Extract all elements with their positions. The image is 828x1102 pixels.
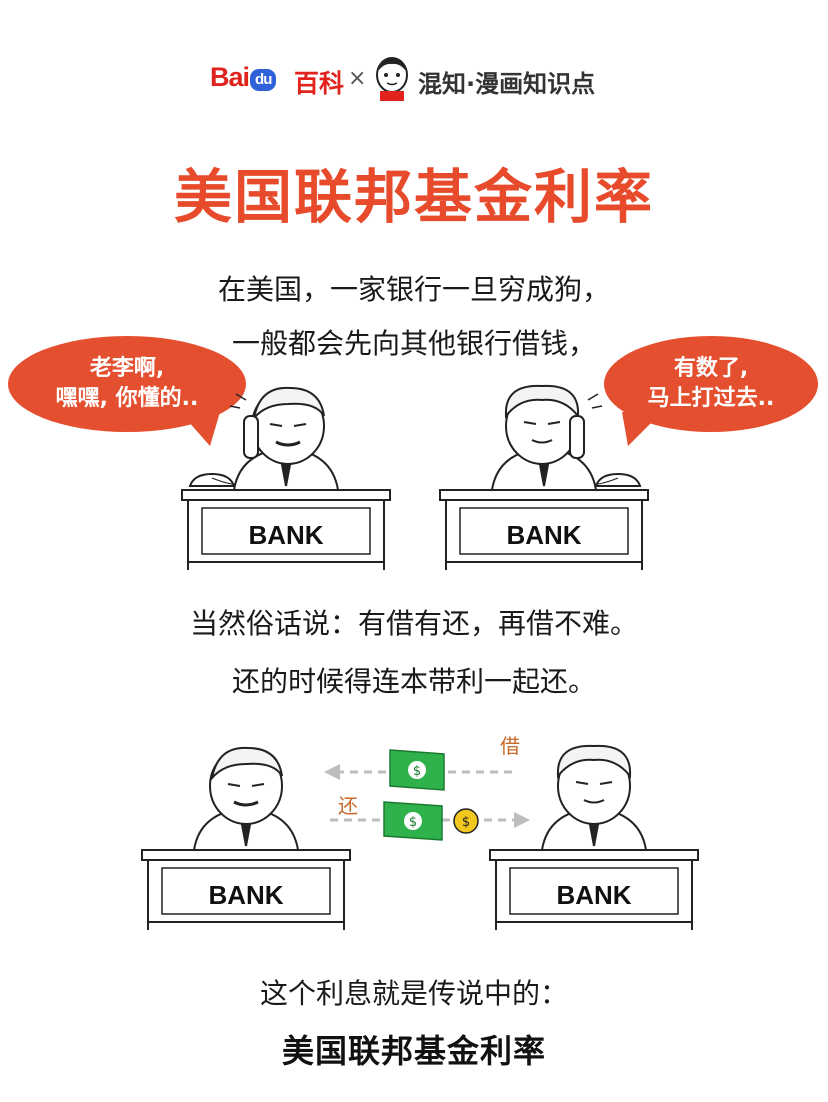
banker-left-borrower-illustration (141, 746, 351, 930)
final-term: 美国联邦基金利率 (281, 1032, 546, 1070)
saying-line-1: 当然俗话说：有借有还，再借不难。 (189, 607, 638, 640)
page-title: 美国联邦基金利率 (173, 163, 654, 231)
banker-right-lender-illustration (489, 744, 699, 930)
bubble-right-line-1: 有数了, (673, 356, 749, 381)
saying-line-2: 还的时候得连本带利一起还。 (231, 665, 596, 698)
bubble-left-line-1: 老李啊, (89, 356, 165, 381)
banknote-icon-bottom: $ (383, 801, 443, 841)
bank-label-bottom-left: BANK (208, 880, 284, 910)
hunzhi-avatar-icon (376, 57, 408, 101)
conclusion-text: 这个利息就是传说中的： (259, 977, 568, 1010)
intro-line-2: 一般都会先向其他银行借钱， (231, 327, 596, 360)
svg-text:$: $ (462, 815, 470, 830)
money-flow-illustration: $ $ $ (324, 749, 530, 841)
banker-left-phone-illustration (181, 386, 391, 570)
bubble-left-line-2: 嘿嘿, 你懂的.. (55, 386, 199, 411)
banknote-icon-top: $ (389, 749, 445, 791)
coin-icon: $ (453, 808, 479, 834)
speech-bubble-right: 有数了, 马上打过去.. (604, 336, 818, 432)
bank-label-top-right: BANK (506, 520, 582, 550)
repay-label: 还 (338, 794, 358, 818)
bubble-right-tail (622, 412, 662, 446)
svg-text:$: $ (409, 815, 417, 830)
bank-label-top-left: BANK (248, 520, 324, 550)
intro-line-1: 在美国，一家银行一旦穷成狗， (217, 273, 610, 306)
banker-right-phone-illustration (439, 384, 649, 570)
hunzhi-brand-text: 混知·漫画知识点 (418, 70, 596, 98)
baike-logo-text: 百科 (294, 69, 345, 98)
bubble-left-tail (180, 412, 220, 446)
bubble-right-line-2: 马上打过去.. (647, 386, 775, 411)
borrow-label: 借 (500, 734, 520, 758)
bank-label-bottom-right: BANK (556, 880, 632, 910)
brand-separator: × (348, 66, 367, 91)
svg-text:$: $ (413, 764, 421, 779)
